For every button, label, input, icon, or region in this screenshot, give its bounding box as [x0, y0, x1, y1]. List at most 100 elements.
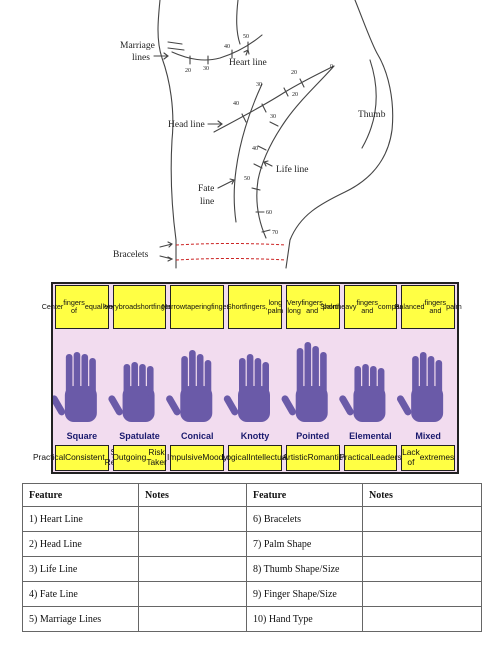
bracelets-label: Bracelets — [113, 250, 149, 260]
trait-line: Romantic — [307, 452, 343, 463]
heart-line-tick — [189, 41, 249, 65]
finger-shape — [189, 350, 196, 396]
hand-outline-finger-gap — [236, 0, 241, 45]
hand-silhouette-icon — [53, 352, 97, 422]
column-header-notes: Notes — [362, 483, 482, 507]
finger-shape — [427, 356, 435, 396]
notes-cell[interactable] — [138, 581, 247, 607]
description-line: fingers, — [244, 301, 268, 311]
finger-shape — [146, 366, 154, 396]
notes-cell[interactable] — [362, 531, 482, 557]
notes-cell[interactable] — [362, 581, 482, 607]
head-age-label: 30 — [256, 82, 262, 88]
hand-type-name: Knotty — [240, 431, 270, 441]
table-row: 3) Life Line 8) Thumb Shape/Size — [22, 556, 482, 582]
palm-shape — [238, 386, 270, 422]
head-age-label: 0 — [330, 64, 333, 70]
head-age-label: 20 — [291, 70, 297, 76]
finger-shape — [362, 364, 369, 396]
life-age-label: 60 — [266, 210, 272, 216]
description-line: length — [102, 302, 122, 311]
finger-shape — [89, 358, 96, 396]
table-row: 2) Head Line 7) Palm Shape — [22, 531, 482, 557]
notes-cell[interactable] — [138, 531, 247, 557]
description-line: Narrow — [161, 301, 186, 311]
trait-line: Outgoing — [112, 452, 147, 463]
hand-silhouette-icon — [281, 342, 328, 422]
notes-cell[interactable] — [362, 606, 482, 632]
hand-type-name: Conical — [181, 431, 214, 441]
palm-shape — [353, 386, 386, 422]
heart-age-label: 40 — [224, 44, 230, 50]
heart-age-label: 50 — [243, 34, 249, 40]
head-line — [213, 65, 335, 133]
feature-notes-table: Feature Notes Feature Notes 1) Heart Lin… — [22, 483, 482, 632]
thumb-shape — [108, 395, 123, 416]
palm-shape — [64, 386, 97, 422]
fate-line-label: Fate — [198, 184, 214, 194]
description-line: fingers of — [63, 297, 85, 315]
description-line: equal — [84, 301, 103, 311]
table-row: 5) Marriage Lines 10) Hand Type — [22, 606, 482, 632]
hand-outline-thumb — [285, 129, 393, 269]
description-line: fingers — [153, 301, 175, 311]
marriage-arrow — [153, 52, 169, 60]
palm-shape — [411, 386, 444, 422]
life-age-label: 70 — [272, 230, 278, 236]
table-row: 1) Heart Line 6) Bracelets — [22, 506, 482, 532]
notes-cell[interactable] — [362, 556, 482, 582]
finger-shape — [412, 356, 419, 396]
table-row: 4) Fate Line 9) Finger Shape/Size — [22, 581, 482, 607]
heart-age-label: 30 — [203, 66, 209, 72]
description-line: fingers and — [301, 297, 323, 315]
heart-age-label: 20 — [185, 68, 191, 74]
finger-shape — [262, 362, 269, 396]
notes-cell[interactable] — [138, 506, 247, 532]
finger-shape — [377, 368, 385, 396]
notes-cell[interactable] — [138, 556, 247, 582]
finger-shape — [196, 354, 204, 396]
description-line: Center — [41, 301, 64, 311]
finger-shape — [139, 364, 146, 396]
notes-cell[interactable] — [362, 506, 482, 532]
life-age-label: 50 — [244, 176, 250, 182]
trait-line: Artistic — [282, 452, 308, 463]
description-line: Short — [226, 301, 245, 311]
bracelet-line — [175, 258, 287, 261]
head-line-tick — [241, 78, 305, 123]
column-header-feature: Feature — [246, 483, 363, 507]
hand-silhouette-icon — [166, 350, 213, 422]
description-line: Very long — [286, 297, 302, 315]
description-line: Short — [320, 301, 338, 311]
trait-line: Leaders — [371, 452, 402, 463]
hand-type-name: Mixed — [415, 431, 441, 441]
finger-shape — [81, 354, 89, 396]
palm-shape — [122, 386, 155, 422]
palm-shape — [180, 386, 213, 422]
thumb-shape — [166, 395, 181, 416]
bracelet-arrow — [159, 255, 174, 262]
palm-lines-diagram: Marriage lines Heart line Head line Thum… — [113, 0, 394, 269]
description-line: compact — [378, 301, 406, 311]
hand-outline-thumb-top — [354, 0, 394, 131]
trait-line: Consistent — [65, 452, 105, 463]
notes-cell[interactable] — [138, 606, 247, 632]
bracelet-arrow — [159, 241, 173, 248]
trait-line: Intellectual — [248, 452, 289, 463]
description-line: palm — [322, 301, 339, 311]
life-line — [256, 65, 335, 239]
life-age-label: 30 — [270, 114, 276, 120]
finger-shape — [204, 360, 212, 396]
description-line: broad — [118, 301, 138, 311]
fate-line-label: line — [200, 197, 214, 207]
feature-cell: 1) Heart Line — [22, 506, 139, 532]
life-line-tick — [251, 121, 279, 233]
trait-line: Lack of — [402, 447, 420, 467]
bracelet-line — [175, 243, 287, 246]
